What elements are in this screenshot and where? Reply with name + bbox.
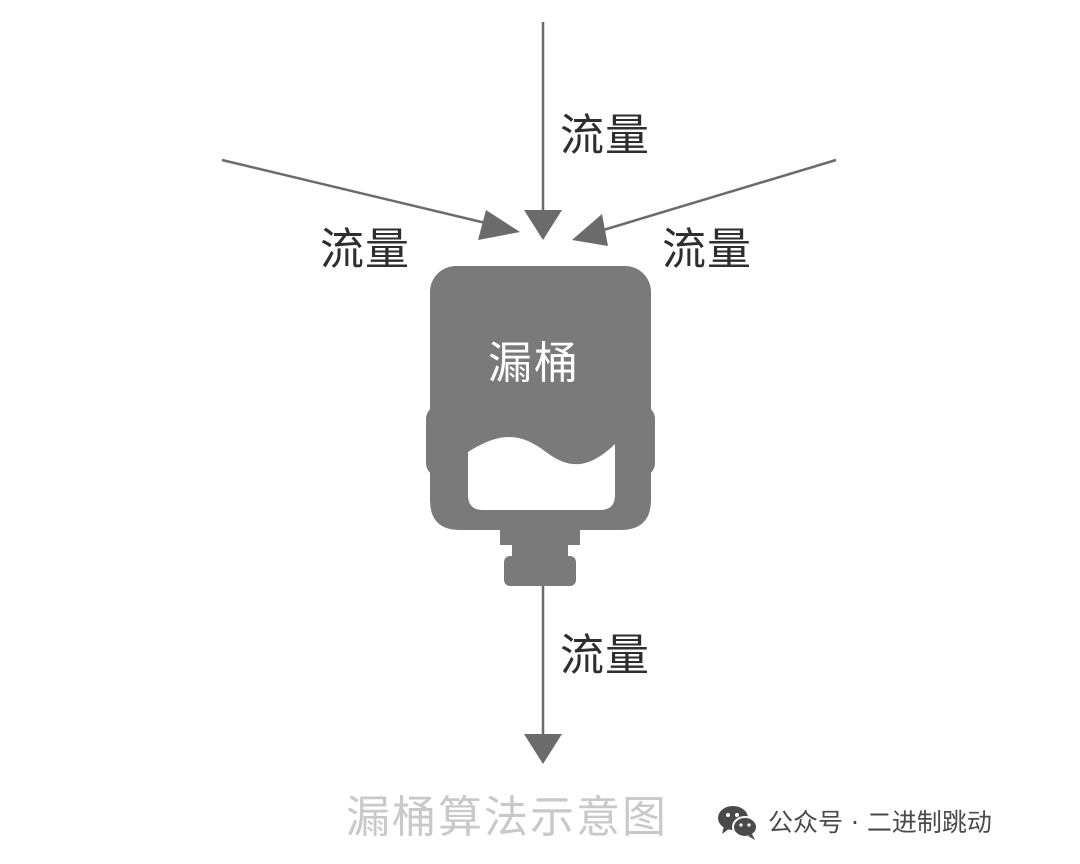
flow-label-left: 流量 (320, 224, 410, 275)
arrow-in-left (221, 158, 520, 240)
bucket-label: 漏桶 (488, 338, 580, 389)
watermark: 公众号 · 二进制跳动 (716, 802, 992, 842)
arrow-in-right (572, 158, 837, 246)
flow-label-bottom: 流量 (560, 630, 650, 681)
bucket-icon (426, 266, 655, 586)
watermark-text: 公众号 · 二进制跳动 (768, 807, 992, 837)
wechat-icon (718, 806, 758, 840)
flow-label-right: 流量 (662, 224, 752, 275)
flow-label-top: 流量 (560, 110, 650, 161)
arrow-in-top (524, 22, 562, 240)
diagram-caption: 漏桶算法示意图 (346, 792, 668, 843)
arrow-out-bottom (524, 586, 562, 764)
